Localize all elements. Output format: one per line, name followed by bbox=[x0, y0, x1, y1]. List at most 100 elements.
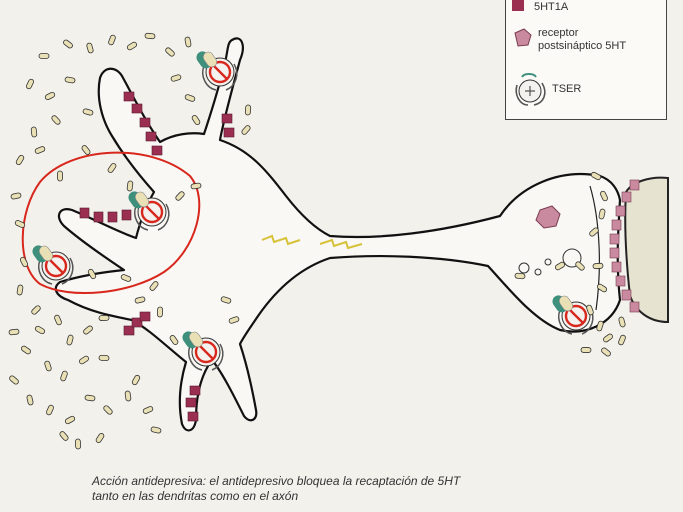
serotonin-molecule bbox=[95, 433, 105, 443]
serotonin-molecule bbox=[46, 404, 54, 416]
serotonin-molecule bbox=[10, 192, 22, 200]
terminal-membrane bbox=[589, 185, 600, 311]
serotonin-molecule bbox=[169, 335, 179, 345]
serotonin-molecule bbox=[44, 360, 52, 372]
serotonin-molecule bbox=[157, 306, 163, 318]
serotonin-molecule bbox=[74, 438, 82, 450]
legend: 5HT1A receptor postsináptico 5HT TSER bbox=[505, 0, 667, 120]
legend-5ht1a-label: 5HT1A bbox=[534, 1, 569, 13]
serotonin-molecule bbox=[592, 262, 604, 270]
legend-tser-label: TSER bbox=[552, 83, 582, 95]
serotonin-molecule bbox=[38, 53, 50, 59]
serotonin-molecule bbox=[57, 170, 63, 182]
serotonin-molecule bbox=[59, 431, 69, 441]
serotonin-molecule bbox=[191, 115, 201, 125]
serotonin-molecule bbox=[142, 406, 154, 414]
figure-caption: Acción antidepresiva: el antidepresivo b… bbox=[92, 474, 552, 504]
serotonin-molecule bbox=[150, 426, 162, 434]
serotonin-molecule bbox=[144, 32, 156, 40]
serotonin-molecule bbox=[618, 334, 626, 346]
serotonin-molecule bbox=[134, 296, 146, 304]
serotonin-molecule bbox=[108, 34, 116, 46]
legend-5ht1a-swatch bbox=[512, 0, 524, 11]
serotonin-molecule bbox=[30, 126, 38, 138]
serotonin-molecule bbox=[149, 281, 159, 291]
serotonin-molecule bbox=[64, 415, 76, 425]
serotonin-molecule bbox=[126, 180, 134, 192]
serotonin-molecule bbox=[86, 42, 94, 54]
serotonin-molecule bbox=[590, 171, 602, 181]
serotonin-molecule bbox=[31, 305, 41, 315]
serotonin-molecule bbox=[596, 320, 604, 332]
serotonin-molecule bbox=[228, 316, 240, 324]
serotonin-molecule bbox=[9, 375, 19, 385]
serotonin-molecule bbox=[83, 325, 93, 335]
vesicles bbox=[518, 248, 582, 276]
postsynaptic-receptors bbox=[609, 179, 640, 313]
serotonin-molecule bbox=[64, 76, 76, 84]
serotonin-molecule bbox=[14, 220, 26, 228]
serotonin-molecule bbox=[34, 146, 46, 154]
serotonin-molecule bbox=[26, 78, 34, 90]
serotonin-molecule bbox=[220, 296, 232, 304]
serotonin-molecule bbox=[598, 208, 606, 220]
serotonin-molecule bbox=[81, 145, 91, 155]
legend-receptor-line2: postsináptico 5HT bbox=[538, 40, 627, 52]
lightning-bolts bbox=[261, 234, 363, 250]
tser-legend-icon bbox=[515, 73, 546, 106]
serotonin-molecule bbox=[244, 104, 252, 116]
serotonin-molecule bbox=[44, 91, 56, 101]
serotonin-molecule bbox=[87, 268, 97, 280]
serotonin-molecule bbox=[107, 163, 117, 173]
serotonin-molecule bbox=[34, 325, 46, 335]
receptors-5ht1a bbox=[79, 91, 235, 422]
serotonin-molecule bbox=[184, 36, 192, 48]
serotonin-molecule bbox=[575, 261, 585, 271]
serotonin-molecule bbox=[175, 191, 185, 201]
serotonin-molecule bbox=[60, 370, 68, 382]
serotonin-molecule bbox=[19, 256, 29, 268]
serotonin-molecules bbox=[8, 32, 626, 450]
serotonin-molecule bbox=[124, 390, 132, 402]
serotonin-molecule bbox=[554, 261, 566, 271]
serotonin-molecule bbox=[98, 354, 110, 362]
serotonin-molecule bbox=[84, 394, 96, 402]
caption-line2: tanto en las dendritas como en el axón bbox=[92, 489, 299, 503]
serotonin-molecule bbox=[82, 108, 94, 116]
serotonin-molecule bbox=[63, 39, 73, 49]
serotonin-molecule bbox=[21, 345, 31, 355]
serotonin-molecule bbox=[98, 315, 110, 321]
serotonin-molecule bbox=[66, 334, 74, 346]
serotonin-molecule bbox=[54, 314, 62, 326]
postsynaptic-receptor-icon bbox=[535, 205, 561, 229]
serotonin-molecule bbox=[26, 394, 34, 406]
postsynaptic-receptor-legend-icon bbox=[514, 28, 532, 47]
postsynaptic-cell bbox=[624, 176, 669, 324]
serotonin-molecule bbox=[190, 182, 202, 190]
serotonin-molecule bbox=[51, 115, 61, 125]
serotonin-molecule bbox=[170, 74, 182, 82]
serotonin-molecule bbox=[580, 347, 592, 353]
serotonin-molecule bbox=[15, 154, 25, 166]
serotonin-molecule bbox=[8, 328, 20, 336]
serotonin-molecule bbox=[131, 374, 141, 386]
serotonin-molecule bbox=[241, 125, 251, 135]
caption-line1: Acción antidepresiva: el antidepresivo b… bbox=[92, 474, 461, 488]
serotonin-molecule bbox=[589, 227, 599, 237]
serotonin-molecule bbox=[120, 274, 132, 282]
serotonin-molecule bbox=[16, 284, 24, 296]
serotonin-molecule bbox=[514, 272, 526, 280]
serotonin-molecule bbox=[603, 333, 613, 343]
serotonin-molecule bbox=[165, 47, 175, 57]
serotonin-molecule bbox=[103, 405, 113, 415]
serotonin-molecule bbox=[597, 283, 607, 293]
serotonin-molecule bbox=[586, 304, 594, 316]
serotonin-molecule bbox=[600, 190, 608, 202]
serotonin-molecule bbox=[184, 94, 196, 102]
serotonin-molecule bbox=[618, 316, 626, 328]
serotonin-molecule bbox=[126, 41, 138, 51]
serotonin-molecule bbox=[601, 347, 611, 357]
legend-receptor-line1: receptor bbox=[538, 27, 579, 39]
serotonin-molecule bbox=[79, 355, 89, 365]
